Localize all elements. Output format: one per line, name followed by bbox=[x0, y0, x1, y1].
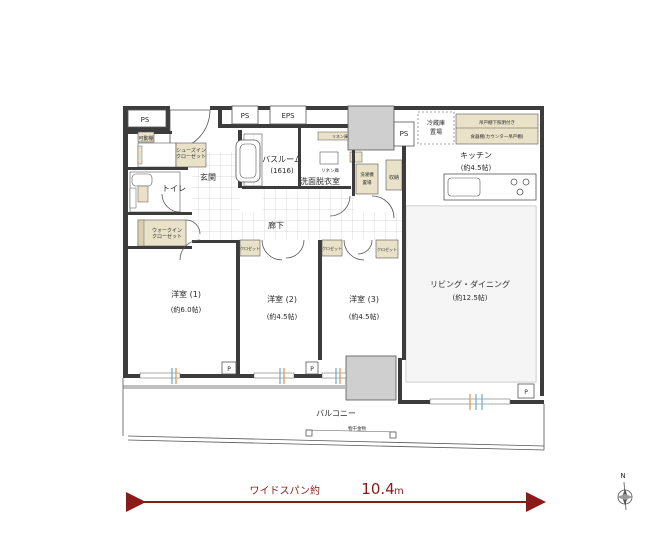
bathroom-label: バスルーム bbox=[262, 155, 302, 164]
washroom: リネン庫 リネン庫 洗面脱衣室 洗濯機 置場 bbox=[300, 131, 395, 219]
fridge-label-1: 冷蔵庫 bbox=[427, 119, 445, 127]
span-value: 10.4 bbox=[361, 480, 394, 498]
closet-label-4: クロゼット bbox=[377, 246, 397, 252]
bedroom-walls: クロゼット クロゼット クロゼット bbox=[179, 239, 399, 376]
washroom-label: 洗面脱衣室 bbox=[300, 176, 340, 186]
toilet-label: トイレ bbox=[162, 184, 186, 193]
living-size: (約12.5帖) bbox=[452, 293, 487, 302]
p-label-3: P bbox=[524, 389, 528, 396]
counter-label: 食器棚(カウンター吊戸棚) bbox=[470, 133, 523, 140]
storage-box-label: 収納 bbox=[389, 174, 399, 181]
washer-label-2: 置場 bbox=[363, 179, 372, 186]
shelf-light-label: 吊戸棚下照明付き bbox=[479, 119, 515, 126]
walkin-closet-label-2: クローゼット bbox=[152, 233, 182, 240]
living-dining: リビング・ダイニング (約12.5帖) bbox=[402, 200, 537, 383]
western1-size: (約6.0帖) bbox=[171, 305, 202, 314]
balcony-shaft bbox=[345, 355, 397, 401]
balcony-label: バルコニー bbox=[316, 409, 356, 418]
western1-label: 洋室 (1) bbox=[171, 289, 201, 299]
drying-hardware-label: 物干金物 bbox=[348, 425, 366, 432]
walkin-closet-label-1: ウォークイン bbox=[152, 227, 182, 234]
western3-label: 洋室 (3) bbox=[349, 294, 379, 304]
kitchen-size: (約4.5帖) bbox=[461, 163, 492, 172]
span-label: ワイドスパン約 bbox=[250, 484, 321, 497]
linen-label: リネン庫 bbox=[332, 133, 348, 139]
compass-icon: N bbox=[617, 472, 633, 511]
movable-shelf-label: 可動棚 bbox=[138, 135, 153, 142]
span-unit: m bbox=[394, 486, 404, 497]
stove-icon bbox=[510, 178, 530, 196]
ps-label-3: PS bbox=[400, 130, 409, 138]
western3-size: (約4.5帖) bbox=[349, 312, 380, 321]
western2-label: 洋室 (2) bbox=[267, 294, 297, 304]
p-label-1: P bbox=[227, 366, 231, 373]
shoe-closet-label-1: シューズイン bbox=[176, 147, 206, 154]
entrance-label: 玄関 bbox=[200, 172, 216, 182]
ps-label-2: PS bbox=[241, 112, 250, 120]
closet-label-2: クロゼット bbox=[240, 245, 260, 251]
bathroom-size: (1616) bbox=[270, 167, 294, 175]
corridor-label: 廊下 bbox=[268, 220, 284, 230]
p-boxes: P P P bbox=[221, 361, 535, 399]
wide-span-indicator: ワイドスパン約 10.4 m bbox=[126, 480, 546, 512]
shoe-closet-label-2: クローゼット bbox=[176, 153, 206, 160]
ps-label-1: PS bbox=[141, 116, 150, 124]
left-column: 可動棚 シューズイン クローゼット トイレ ウォークイン クローゼット bbox=[128, 131, 207, 249]
kitchen: 冷蔵庫 置場 吊戸棚下照明付き 食器棚(カウンター吊戸棚) キッチン (約4.5… bbox=[417, 111, 539, 201]
shafts-top: PS PS EPS PS bbox=[127, 105, 415, 151]
p-label-2: P bbox=[310, 366, 314, 373]
balcony: 物干金物 バルコニー bbox=[122, 378, 545, 451]
fridge-label-2: 置場 bbox=[430, 128, 442, 136]
compass-north-label: N bbox=[620, 472, 625, 480]
closet-label-3: クロゼット bbox=[322, 245, 342, 251]
eps-label: EPS bbox=[281, 112, 295, 120]
linen-label-2: リネン庫 bbox=[321, 167, 339, 174]
kitchen-label: キッチン bbox=[460, 151, 492, 160]
tiled-areas bbox=[192, 152, 402, 240]
windows bbox=[139, 368, 511, 410]
living-label: リビング・ダイニング bbox=[430, 279, 510, 289]
western2-size: (約4.5帖) bbox=[267, 312, 298, 321]
bathroom: バスルーム (1616) bbox=[235, 128, 302, 189]
washer-label-1: 洗濯機 bbox=[360, 171, 374, 178]
